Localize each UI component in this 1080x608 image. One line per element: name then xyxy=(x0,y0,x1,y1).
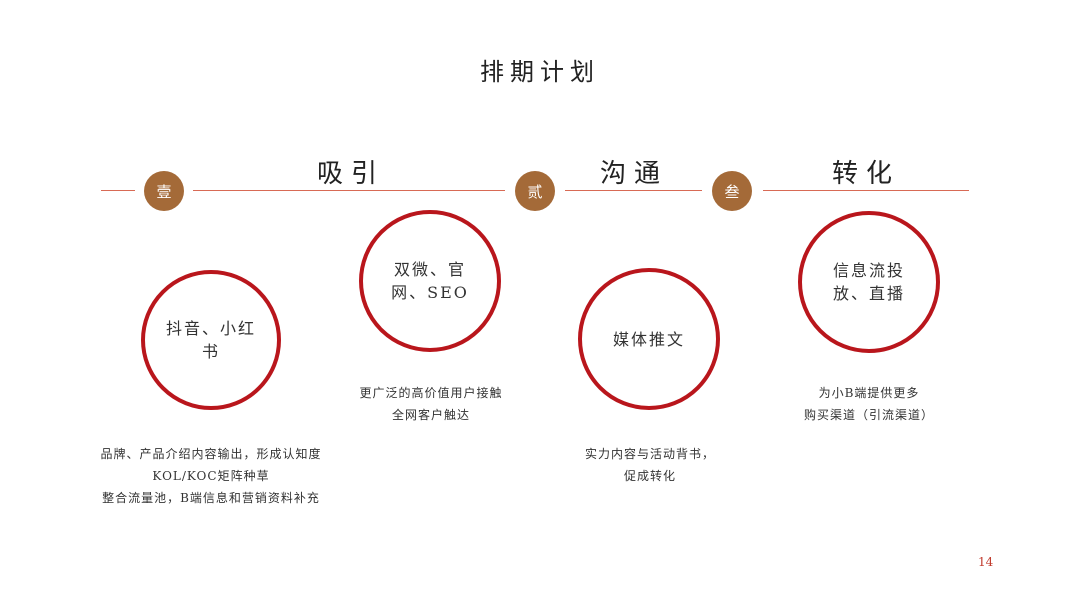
phase-badge-3: 叁 xyxy=(712,171,752,211)
phase-badge-2: 贰 xyxy=(515,171,555,211)
channel-circle-1: 抖音、小红书 xyxy=(141,270,281,410)
channel-circle-2: 双微、官网、SEO xyxy=(359,210,501,352)
channel-circle-label: 媒体推文 xyxy=(612,329,685,349)
timeline-segment-4 xyxy=(763,190,969,191)
channel-circle-label: 抖音、小红书 xyxy=(165,319,256,361)
description-line: 全网客户触达 xyxy=(391,408,470,422)
channel-circle-3: 媒体推文 xyxy=(578,268,720,410)
phase-title-2: 沟通 xyxy=(599,159,668,189)
channel-description-3: 实力内容与活动背书， 促成转化 xyxy=(540,443,760,487)
channel-circle-label: 双微、官网、SEO xyxy=(391,260,469,302)
slide-title: 排期计划 xyxy=(480,58,600,86)
description-line: 实力内容与活动背书， xyxy=(584,447,715,461)
description-line: 整合流量池，B端信息和营销资料补充 xyxy=(102,491,320,505)
channel-description-2: 更广泛的高价值用户接触 全网客户触达 xyxy=(311,382,551,426)
phase-title-1: 吸引 xyxy=(316,159,385,189)
description-line: KOL/KOC矩阵种草 xyxy=(152,469,270,483)
description-line: 为小B端提供更多 xyxy=(818,386,920,400)
description-line: 促成转化 xyxy=(623,469,676,483)
timeline-segment-2 xyxy=(193,190,505,191)
description-line: 品牌、产品介绍内容输出，形成认知度 xyxy=(100,447,322,461)
phase-title-3: 转化 xyxy=(831,159,900,189)
channel-circle-4: 信息流投放、直播 xyxy=(798,211,940,353)
phase-badge-1: 壹 xyxy=(144,171,184,211)
timeline-segment-1 xyxy=(101,190,135,191)
page-number: 14 xyxy=(978,555,994,569)
description-line: 购买渠道（引流渠道） xyxy=(803,408,934,422)
description-line: 更广泛的高价值用户接触 xyxy=(359,386,503,400)
channel-description-4: 为小B端提供更多 购买渠道（引流渠道） xyxy=(759,382,979,426)
channel-circle-label: 信息流投放、直播 xyxy=(832,261,905,303)
channel-description-1: 品牌、产品介绍内容输出，形成认知度 KOL/KOC矩阵种草 整合流量池，B端信息… xyxy=(61,443,361,509)
timeline-segment-3 xyxy=(565,190,702,191)
